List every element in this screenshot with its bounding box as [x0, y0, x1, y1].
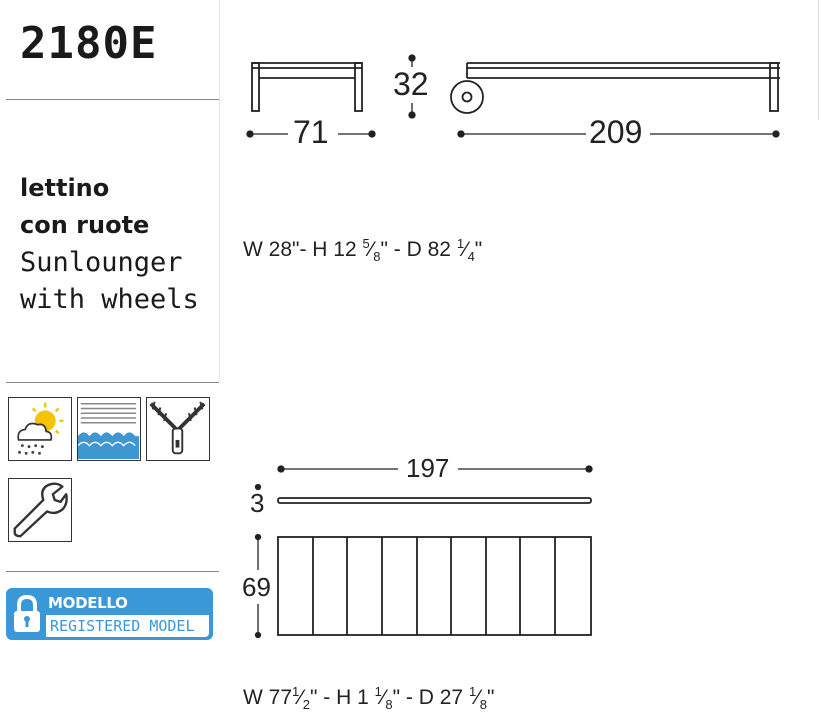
product-name-english-line1: Sunlounger [20, 247, 183, 278]
product-name-italian-line2: con ruote [20, 211, 150, 239]
product-name-italian-line1: lettino [20, 174, 110, 202]
dimension-depth: 209 [589, 114, 643, 150]
dimension-width: 71 [293, 114, 329, 150]
weather-icon [8, 397, 72, 461]
imperial-dimensions-1: W 28"- H 12 5⁄8" - D 82 1⁄4" [243, 236, 483, 265]
middle-divider [6, 382, 219, 383]
registered-model-badge: MODELLO REGISTRATO REGISTERED MODEL [6, 588, 213, 640]
front-view-drawing [251, 62, 363, 112]
slat-plan-drawing [277, 536, 592, 636]
dimension-thickness: 3 [250, 488, 265, 518]
foldable-icon [146, 397, 210, 461]
badge-english-text: REGISTERED MODEL [46, 615, 209, 637]
slat-profile-drawing [277, 497, 592, 504]
imperial-dimensions-2: W 771⁄2" - H 1 1⁄8" - D 27 1⁄8" [243, 684, 495, 713]
lock-icon [14, 594, 40, 632]
lower-divider [6, 571, 219, 572]
water-resistant-icon [77, 397, 141, 461]
product-name-english-line2: with wheels [20, 284, 199, 315]
side-view-drawing [450, 62, 780, 114]
top-divider [6, 99, 219, 100]
wrench-icon [8, 478, 72, 542]
dimension-height: 32 [393, 66, 429, 102]
dimension-slat-width: 69 [242, 572, 271, 602]
dimension-length: 197 [406, 453, 450, 483]
right-edge-line [818, 0, 819, 120]
product-code: 2180E [20, 18, 158, 69]
column-divider [219, 0, 220, 382]
